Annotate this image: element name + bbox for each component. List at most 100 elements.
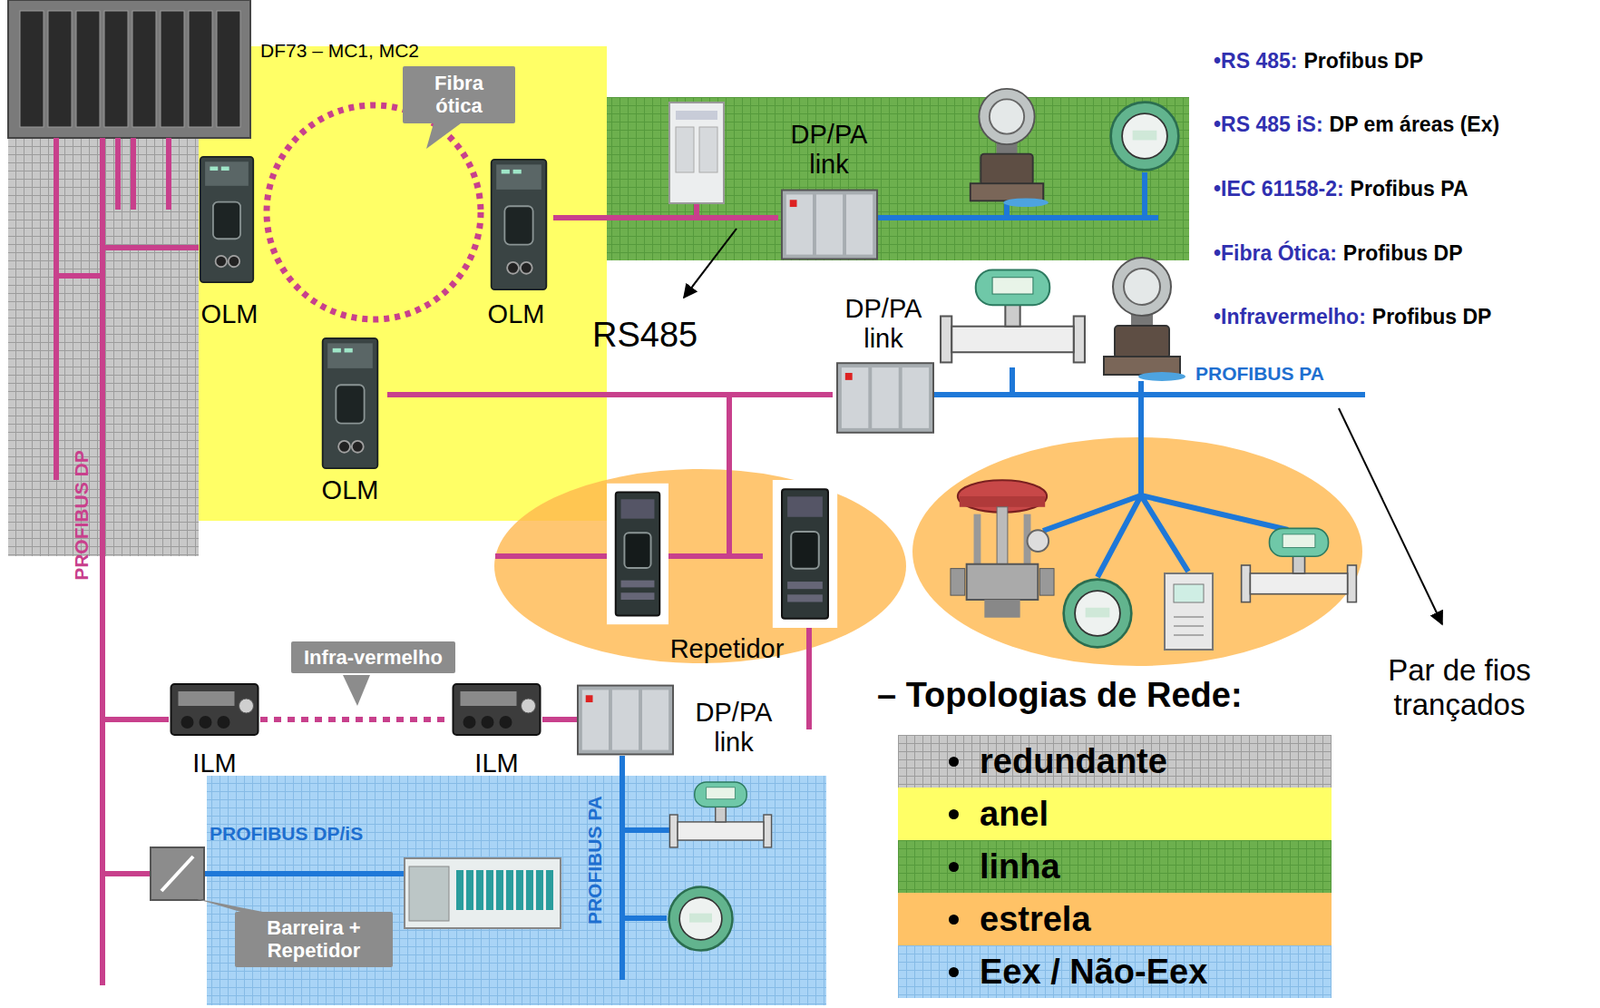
devices-part bbox=[577, 685, 674, 755]
device-label: DP/PA link bbox=[832, 293, 935, 355]
topology-regions bbox=[8, 0, 1363, 1005]
field-instruments-part bbox=[1103, 257, 1186, 381]
barrier-symbol-part bbox=[150, 847, 205, 900]
field-instruments-part bbox=[1111, 102, 1180, 171]
field-instruments-part bbox=[669, 781, 771, 848]
fiber-ring-part bbox=[266, 105, 481, 320]
bullet-dot bbox=[948, 756, 959, 767]
label-holder: Profibus PA bbox=[1350, 176, 1469, 201]
bullet-dot bbox=[948, 914, 959, 925]
controller-rack-part bbox=[104, 10, 128, 127]
profibus-dp-wires-part bbox=[806, 627, 812, 730]
bus-label: PROFIBUS PA bbox=[584, 795, 606, 925]
controller-rack bbox=[8, 0, 251, 138]
label-holder: PROFIBUS PA bbox=[1195, 362, 1325, 385]
controller-rack-part bbox=[76, 10, 100, 127]
device-label: ILM bbox=[474, 748, 518, 779]
callout-text: Barreira + Repetidor bbox=[245, 916, 382, 963]
bus-connector bbox=[553, 214, 779, 221]
profibus-pa-wires-part bbox=[622, 755, 672, 980]
bus-label: PROFIBUS DP bbox=[70, 449, 93, 581]
leader-arrows-part bbox=[1338, 408, 1443, 625]
profibus-pa-wires-part bbox=[934, 367, 1366, 496]
controller-rack-part bbox=[216, 10, 241, 127]
profibus-pa-wires bbox=[204, 172, 1366, 980]
devices-part bbox=[669, 102, 724, 204]
callout-tails-part bbox=[342, 674, 371, 706]
device-label: OLM bbox=[201, 299, 259, 330]
legend-text: Eex / Não-Eex bbox=[897, 945, 1332, 998]
olm-module: OLM bbox=[192, 147, 267, 330]
label-holder: RS485 bbox=[592, 315, 698, 356]
medium-name: •RS 485: bbox=[1213, 48, 1298, 73]
legend-text: estrela bbox=[897, 892, 1332, 946]
devices-part bbox=[491, 159, 547, 290]
bus-connector bbox=[260, 716, 451, 722]
field-instruments-part bbox=[1063, 579, 1132, 648]
device-label: ILM bbox=[192, 748, 236, 779]
legend-heading: – Topologias de Rede: bbox=[877, 675, 1243, 716]
profibus-pa-wires-part bbox=[1043, 495, 1288, 577]
medium-use: Profibus DP bbox=[1372, 304, 1493, 329]
devices-part bbox=[837, 362, 934, 433]
medium-name: •IEC 61158-2: bbox=[1213, 176, 1345, 201]
field-instruments-part bbox=[669, 887, 733, 951]
legend-swatch: linha bbox=[897, 839, 1332, 893]
barrier-symbol-part bbox=[161, 856, 194, 891]
device-label: OLM bbox=[487, 299, 546, 330]
devices-part bbox=[772, 479, 838, 628]
bus-label: RS485 bbox=[592, 315, 698, 356]
label-holder: DF73 – MC1, MC2 bbox=[260, 39, 420, 62]
device-label: Repetidor bbox=[670, 634, 785, 664]
note-text: Par de fios trançados bbox=[1368, 653, 1551, 722]
label-holder: •IEC 61158-2: bbox=[1213, 176, 1345, 201]
legend-swatch: anel bbox=[897, 787, 1332, 840]
profibus-pa-wires-part bbox=[204, 870, 404, 877]
fiber-ring bbox=[266, 105, 481, 320]
callout-box: Barreira + Repetidor bbox=[234, 911, 393, 967]
callout-box: Fibra ótica bbox=[402, 66, 516, 124]
label-holder: Profibus DP bbox=[1372, 304, 1493, 329]
controller-rack: DF73 – MC1, MC2 bbox=[8, 0, 251, 138]
bus-connector bbox=[387, 391, 833, 398]
bullet-dot bbox=[948, 809, 959, 820]
label-holder: Profibus DP bbox=[1343, 241, 1464, 265]
callout-tails bbox=[194, 123, 461, 914]
field-instruments-part bbox=[970, 88, 1049, 207]
callout-text: Infra-vermelho bbox=[303, 645, 443, 669]
label-holder: •RS 485 iS: bbox=[1213, 112, 1324, 137]
profibus-dp-wires-part bbox=[99, 137, 106, 986]
profibus-dp-wires-part bbox=[56, 137, 103, 480]
profibus-dp-wires-part bbox=[117, 137, 169, 210]
topology-regions-part bbox=[606, 97, 1190, 261]
devices-part bbox=[200, 156, 254, 283]
repeater-pair: Repetidor bbox=[606, 479, 848, 664]
label-holder: PROFIBUS PA bbox=[584, 795, 606, 925]
profibus-dp-wires-part bbox=[102, 870, 151, 877]
devices-part bbox=[781, 190, 878, 260]
controller-rack-part bbox=[188, 10, 213, 127]
label-holder: Par de fios trançados bbox=[1368, 653, 1551, 722]
devices-part bbox=[322, 338, 379, 469]
medium-use: Profibus DP bbox=[1343, 241, 1464, 265]
leader-arrows bbox=[683, 228, 1443, 625]
field-instruments-part bbox=[950, 479, 1054, 617]
topology-regions-part bbox=[912, 437, 1363, 666]
devices bbox=[171, 102, 935, 928]
topology-regions-part bbox=[198, 46, 607, 521]
controller-rack-part bbox=[48, 10, 72, 127]
label-holder: – Topologias de Rede: bbox=[877, 675, 1243, 716]
dp-pa-link: DP/PA link bbox=[832, 293, 935, 435]
olm-module: OLM bbox=[312, 336, 388, 506]
bus-connector bbox=[542, 716, 577, 722]
devices-part bbox=[606, 483, 669, 625]
legend-swatch: redundante bbox=[897, 734, 1332, 788]
legend-text: linha bbox=[897, 839, 1332, 893]
callout-box: Infra-vermelho bbox=[291, 641, 456, 674]
bus-label: PROFIBUS DP/iS bbox=[209, 822, 363, 845]
medium-use: Profibus PA bbox=[1350, 176, 1469, 201]
callout-text: Fibra ótica bbox=[422, 71, 496, 118]
barrier-symbol bbox=[150, 847, 205, 900]
